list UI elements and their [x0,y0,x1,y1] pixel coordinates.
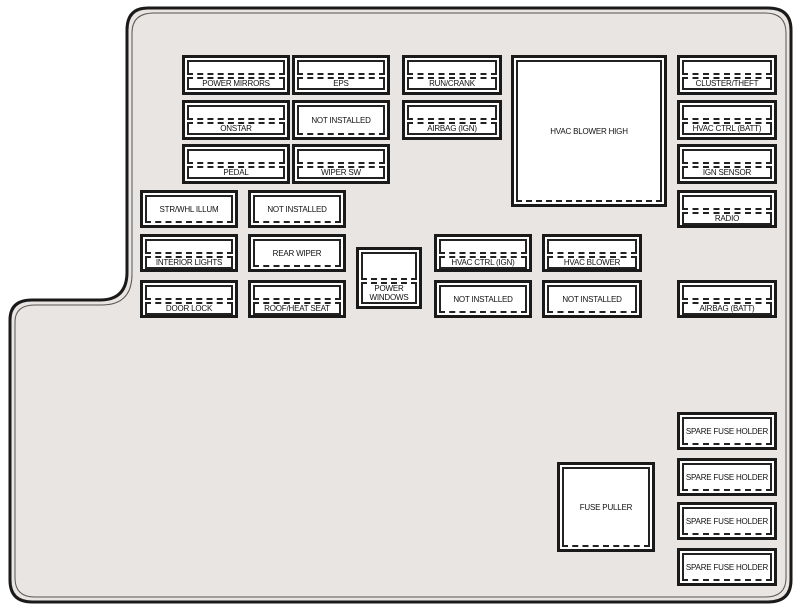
fuse-interior-lights: INTERIOR LIGHTS [140,234,238,272]
fuse-spare-4: SPARE FUSE HOLDER [677,548,777,586]
fuse-airbag-batt: AIRBAG (BATT) [677,280,777,318]
fuse-ign-sensor: IGN SENSOR [677,144,777,184]
fuse-label: PEDAL [187,166,285,179]
fuse-slot [682,105,772,120]
fuse-hvac-blower-high: HVAC BLOWER HIGH [511,55,667,207]
fuse-rear-wiper: REAR WIPER [248,234,346,272]
fuse-cluster-theft: CLUSTER/THEFT [677,55,777,95]
fuse-label: AIRBAG (IGN) [407,122,497,135]
fuse-str-whl-illum: STR/WHL ILLUM [140,190,238,228]
fuse-label: REAR WIPER [253,239,341,267]
fuse-label: NOT INSTALLED [547,285,637,313]
fuse-not-installed-4: NOT INSTALLED [542,280,642,318]
fuse-door-lock: DOOR LOCK [140,280,238,318]
fuse-slot [547,239,637,254]
fuse-pedal: PEDAL [182,144,290,184]
fuse-slot [407,105,497,120]
fuse-label: NOT INSTALLED [439,285,527,313]
fuse-run-crank: RUN/CRANK [402,55,502,95]
fuse-slot [145,285,233,300]
fuse-eps: EPS [292,55,390,95]
fuse-label: RADIO [682,212,772,225]
fuse-label: NOT INSTALLED [297,105,385,135]
fuse-slot [682,285,772,300]
fuse-not-installed-1: NOT INSTALLED [292,100,390,140]
fuse-label: SPARE FUSE HOLDER [682,507,772,535]
fuse-airbag-ign: AIRBAG (IGN) [402,100,502,140]
fuse-label: FUSE PULLER [562,467,650,547]
fuse-label: HVAC BLOWER HIGH [516,60,662,202]
fuse-power-windows: POWER WINDOWS [356,247,422,309]
fuse-label: POWER WINDOWS [361,282,417,304]
fuse-label: DOOR LOCK [145,302,233,315]
fuse-label: NOT INSTALLED [253,195,341,223]
fuse-not-installed-3: NOT INSTALLED [434,280,532,318]
fuse-radio: RADIO [677,190,777,228]
fuse-slot [187,149,285,164]
fuse-label: HVAC BLOWER [547,256,637,269]
fuse-label: CLUSTER/THEFT [682,77,772,90]
fuse-slot [361,252,417,280]
fuse-not-installed-2: NOT INSTALLED [248,190,346,228]
fuse-label: SPARE FUSE HOLDER [682,463,772,491]
fuse-spare-1: SPARE FUSE HOLDER [677,412,777,450]
fuse-slot [682,60,772,75]
fuse-hvac-blower: HVAC BLOWER [542,234,642,272]
fuse-hvac-ctrl-batt: HVAC CTRL (BATT) [677,100,777,140]
fuse-label: SPARE FUSE HOLDER [682,417,772,445]
fuse-slot [187,105,285,120]
fuse-label: SPARE FUSE HOLDER [682,553,772,581]
fuse-slot [187,60,285,75]
fuse-label: IGN SENSOR [682,166,772,179]
fuse-label: WIPER SW [297,166,385,179]
fuse-label: HVAC CTRL (IGN) [439,256,527,269]
fuse-wiper-sw: WIPER SW [292,144,390,184]
fuse-slot [439,239,527,254]
fuse-label: ONSTAR [187,122,285,135]
fuse-slot [682,149,772,164]
fuse-roof-heat-seat: ROOF/HEAT SEAT [248,280,346,318]
fuse-slot [145,239,233,254]
fuse-label: AIRBAG (BATT) [682,302,772,315]
fuse-onstar: ONSTAR [182,100,290,140]
fuse-label: POWER MIRRORS [187,77,285,90]
fuse-slot [297,149,385,164]
fuse-slot [297,60,385,75]
fuse-label: RUN/CRANK [407,77,497,90]
fuse-slot [253,285,341,300]
fuse-label: ROOF/HEAT SEAT [253,302,341,315]
fuse-spare-3: SPARE FUSE HOLDER [677,502,777,540]
fuse-slot [682,195,772,210]
fuse-spare-2: SPARE FUSE HOLDER [677,458,777,496]
fuse-slot [407,60,497,75]
fuse-label: STR/WHL ILLUM [145,195,233,223]
fuse-fuse-puller: FUSE PULLER [557,462,655,552]
fuse-power-mirrors: POWER MIRRORS [182,55,290,95]
fuse-label: HVAC CTRL (BATT) [682,122,772,135]
fuse-label: INTERIOR LIGHTS [145,256,233,269]
fuse-label: EPS [297,77,385,90]
fuse-hvac-ctrl-ign: HVAC CTRL (IGN) [434,234,532,272]
